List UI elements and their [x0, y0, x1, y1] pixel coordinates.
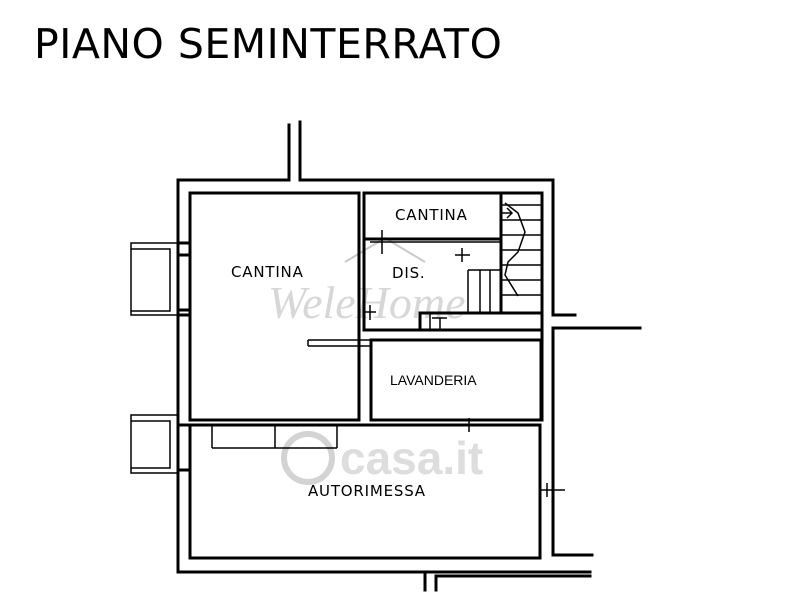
cantina-left-room — [176, 191, 361, 422]
casa-watermark: casa.it — [281, 431, 483, 485]
dis-label: DIS. — [392, 264, 425, 282]
dis-room — [362, 230, 544, 332]
welehome-watermark: WeleHome — [268, 236, 466, 328]
page-title: PIANO SEMINTERRATO — [34, 20, 503, 68]
left-windows — [130, 241, 190, 474]
svg-text:WeleHome: WeleHome — [268, 277, 466, 328]
staircase — [467, 191, 544, 315]
lavanderia-label: LAVANDERIA — [390, 372, 477, 388]
cantina-top-label: CANTINA — [395, 206, 468, 224]
autorimessa-label: AUTORIMESSA — [308, 482, 426, 500]
autorimessa-room — [188, 418, 565, 560]
cantina-left-label: CANTINA — [231, 263, 304, 281]
svg-text:casa.it: casa.it — [340, 432, 483, 484]
lavanderia-room — [307, 311, 544, 422]
